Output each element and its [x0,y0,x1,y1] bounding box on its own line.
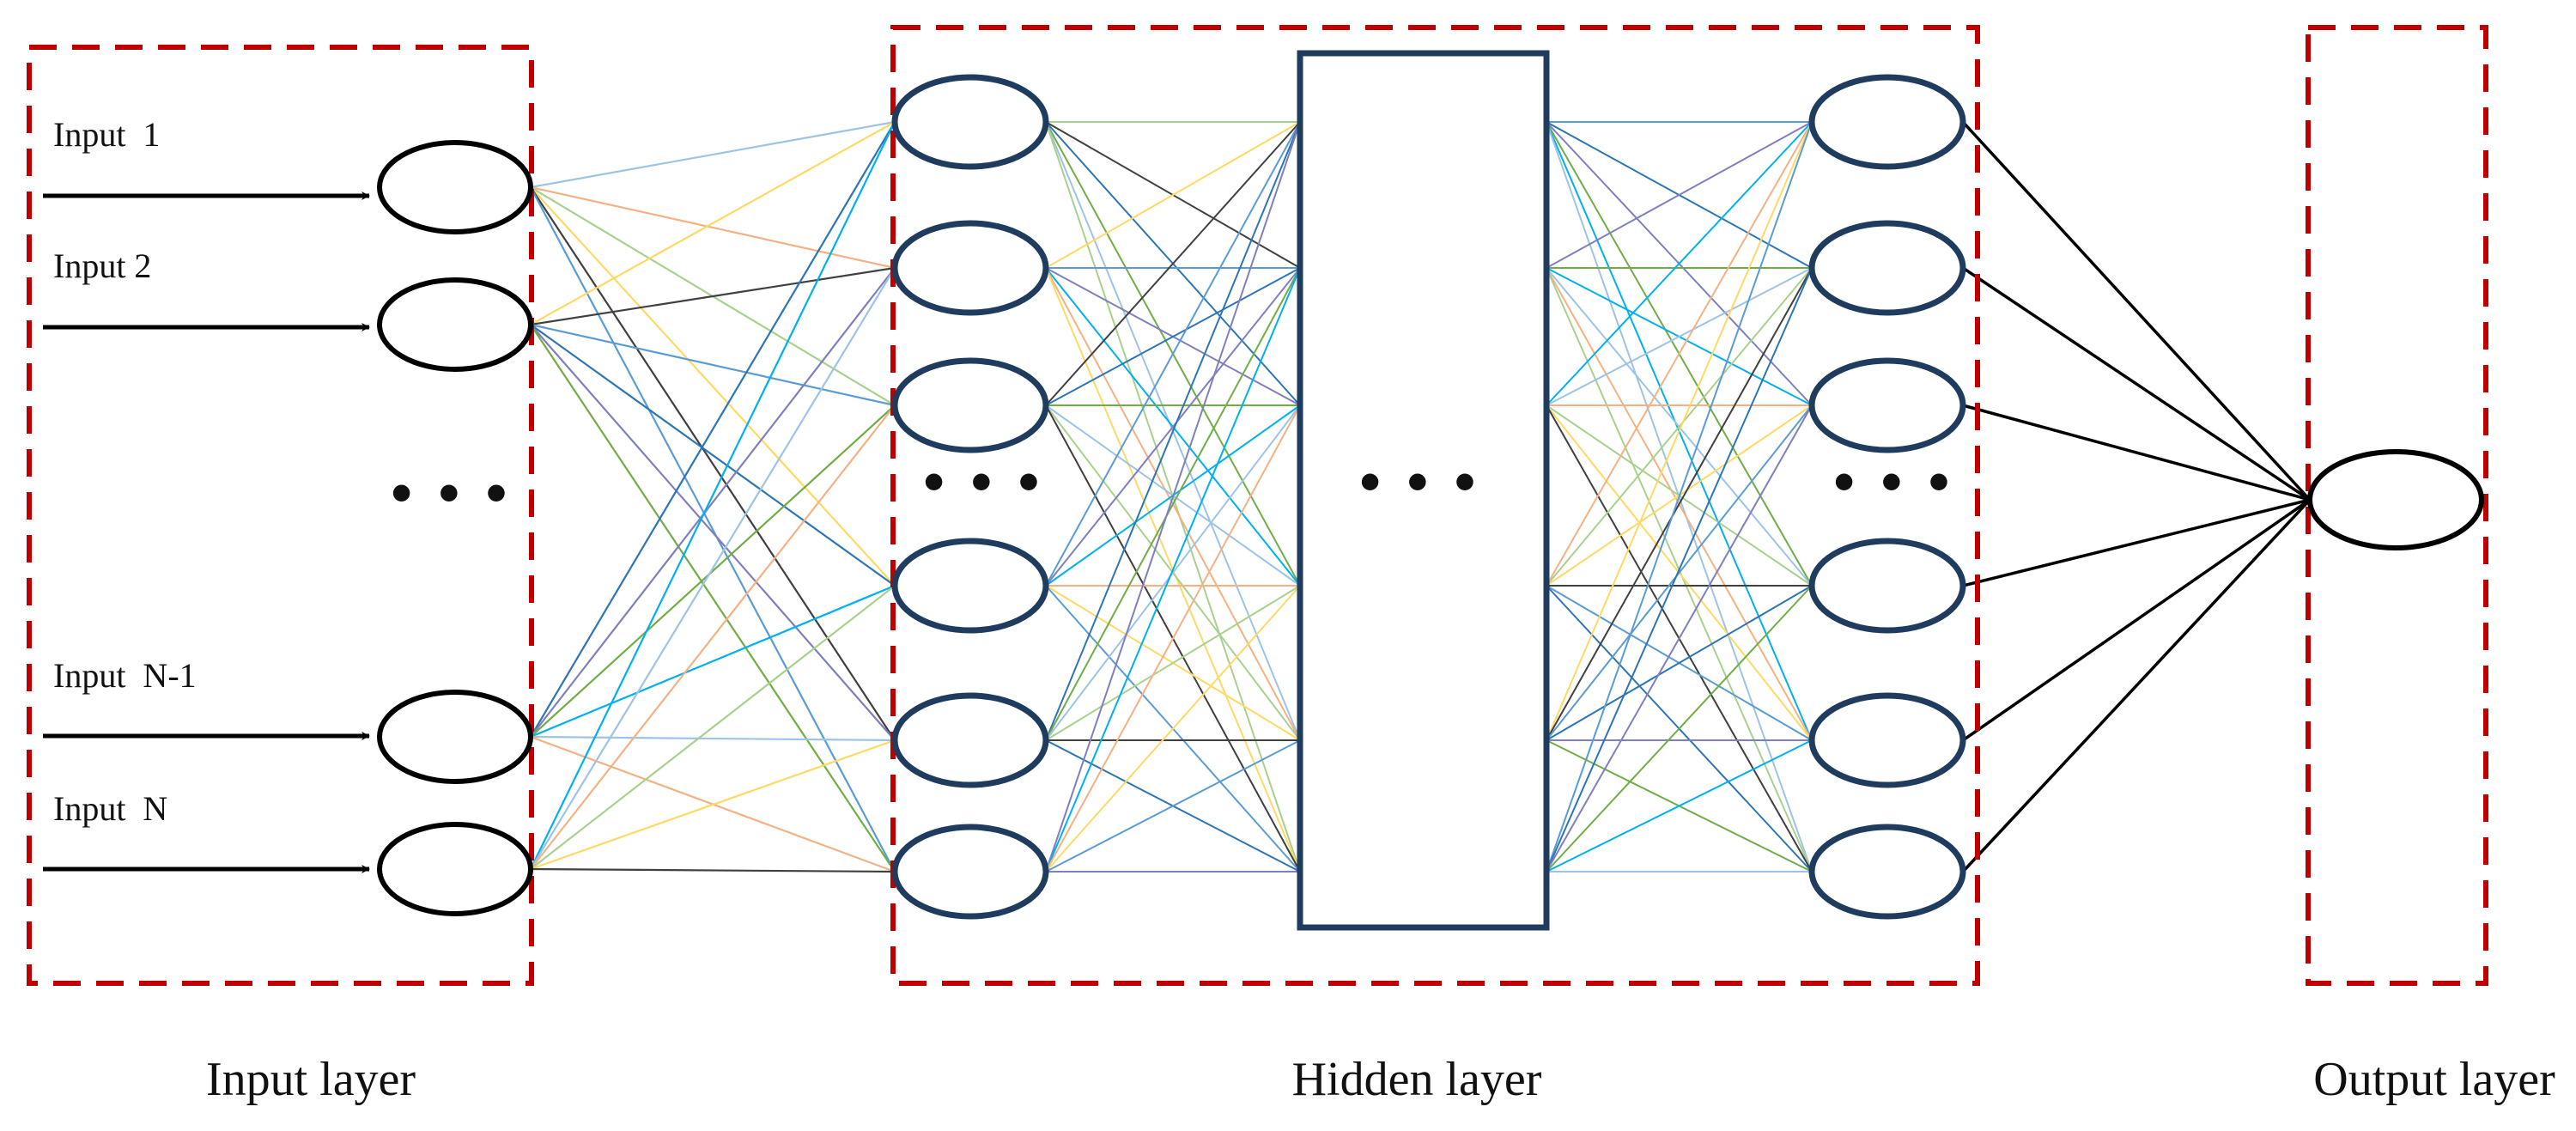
hidden-layer-box [890,25,1980,986]
connection-line [530,186,896,741]
connection-line [1546,267,1813,741]
input-label-2: Input 2 [53,246,151,285]
input-layer-box [27,45,534,986]
nodes-group [377,74,2484,920]
input-node [377,690,533,784]
connection-line [530,267,896,738]
connection-line [1546,121,1813,587]
input-node [377,822,533,916]
hidden-node-first [891,692,1049,788]
connection-line [1045,121,1301,587]
hidden-node-first [891,824,1049,920]
connection-line [1045,121,1301,741]
connections-group [530,120,2312,873]
hidden-node-last [1808,824,1966,920]
input-arrows [43,192,370,873]
connection-line [530,404,896,738]
input-layer-label: Input layer [206,1053,416,1106]
connection-line [1546,404,1813,741]
hidden-layer-label: Hidden layer [1292,1053,1542,1106]
hidden-middle-ellipsis: • • • [1359,447,1481,516]
output-layer-box [2306,25,2488,986]
connection-line [1045,585,1301,741]
output-node [2307,449,2484,550]
connection-line [1045,121,1301,873]
hidden-node-last [1808,357,1966,453]
hidden-node-first [891,220,1049,316]
connection-line [1045,121,1301,269]
connection-line [530,323,896,407]
connection-line [530,739,896,871]
connection-line [530,404,896,870]
output-layer-label: Output layer [2313,1053,2555,1106]
hidden-node-last [1808,74,1966,170]
connection-line [1546,585,1813,873]
connection-line [1546,404,1813,873]
connection-line [1045,267,1301,406]
connection-line [530,267,896,870]
connection-line [530,324,896,873]
connection-line [530,121,896,325]
connection-line [530,186,896,587]
connection-line [530,121,896,870]
connection-line [1546,267,1813,406]
connection-line [1045,404,1301,741]
hidden-node-last [1808,538,1966,634]
hidden-left-ellipsis: • • • [923,447,1045,516]
connection-line [1045,404,1301,873]
connection-line [1546,739,1813,873]
connection-line [530,867,896,873]
output-connection-line [1962,266,2311,502]
connection-line [530,266,896,326]
connection-line [530,120,896,189]
connection-line [1045,267,1301,873]
hidden-node-first [891,74,1049,170]
output-connection-line [1962,404,2311,502]
hidden-node-last [1808,220,1966,316]
connection-line [530,186,896,873]
input-ellipsis: • • • [391,459,513,527]
connection-line [1546,121,1813,741]
hidden-right-ellipsis: • • • [1833,447,1955,516]
input-node [377,277,533,372]
connection-line [530,324,896,587]
connection-line [1546,267,1813,587]
connection-line [1546,267,1813,873]
input-label-1: Input 1 [53,115,160,154]
connection-line [1546,585,1813,741]
connection-line [1546,121,1813,269]
connection-line [530,324,896,741]
hidden-node-last [1808,692,1966,788]
connection-line [530,121,896,738]
hidden-node-first [891,538,1049,634]
input-label-n-1: Input N-1 [53,656,197,695]
connection-line [1045,267,1301,741]
connection-line [1546,121,1813,873]
output-connection-line [1961,498,2312,873]
hidden-layers-block [1297,50,1550,931]
output-connection-line [1961,120,2312,502]
connection-line [530,185,896,270]
connection-line [530,585,896,870]
connection-line [530,735,896,742]
output-connection-line [1962,498,2311,587]
connection-line [1045,121,1301,406]
connection-line [1045,739,1301,873]
connection-line [1045,267,1301,587]
connection-line [1546,121,1813,406]
output-connection-line [1962,498,2311,742]
connection-line [530,584,896,739]
input-node [377,140,533,234]
connection-line [1045,585,1301,873]
hidden-node-first [891,357,1049,453]
input-label-n: Input N [53,789,167,828]
